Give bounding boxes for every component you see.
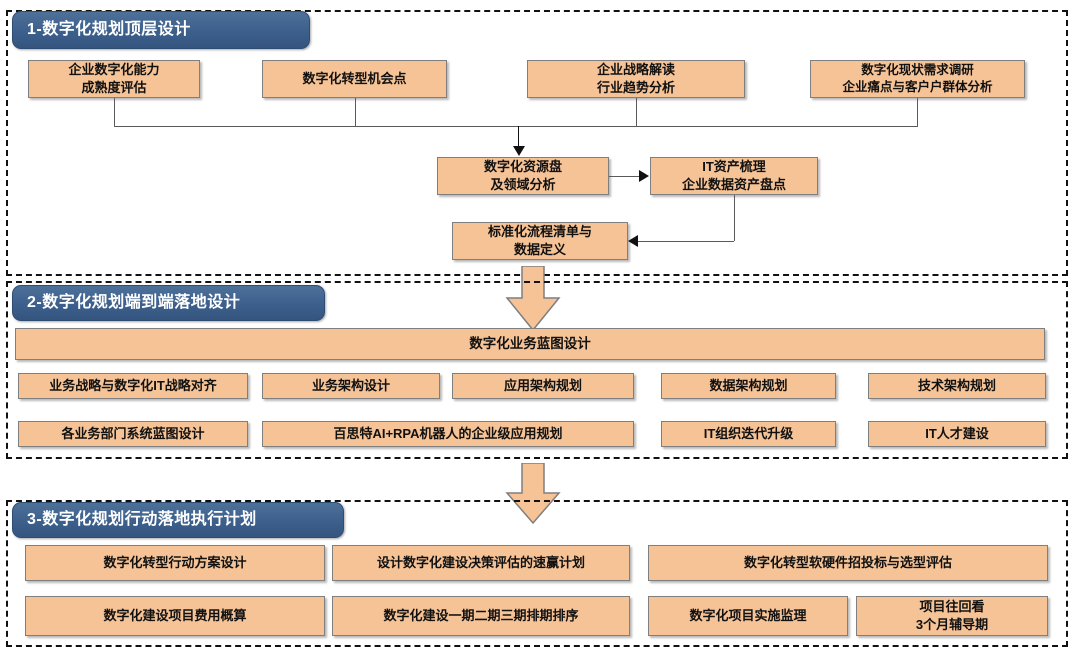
s2-box-it-org-upgrade[interactable]: IT组织迭代升级 <box>661 421 836 447</box>
s3-box-budget-label: 数字化建设项目费用概算 <box>103 608 247 624</box>
section-1-badge-label: 1-数字化规划顶层设计 <box>27 21 191 38</box>
s2-box-ai-rpa-plan[interactable]: 百思特AI+RPA机器人的企业级应用规划 <box>262 421 634 447</box>
s3-box-bidding-selection[interactable]: 数字化转型软硬件招投标与选型评估 <box>648 545 1048 581</box>
s1-connector-drop-2 <box>355 98 356 126</box>
s1-connector-asset-to-standard <box>638 241 734 242</box>
s1-box-resource-inventory[interactable]: 数字化资源盘 及领域分析 <box>437 157 609 195</box>
s3-box-phasing-label: 数字化建设一期二期三期排期排序 <box>383 608 579 624</box>
s3-box-quick-win[interactable]: 设计数字化建设决策评估的速赢计划 <box>332 545 630 581</box>
s1-box-standard-process-line2: 数据定义 <box>513 242 566 257</box>
s2-box-data-architecture[interactable]: 数据架构规划 <box>661 373 836 399</box>
s3-box-quick-win-label: 设计数字化建设决策评估的速赢计划 <box>376 555 585 571</box>
s2-box-tech-architecture[interactable]: 技术架构规划 <box>868 373 1046 399</box>
s1-box-maturity-line1: 企业数字化能力 <box>68 62 160 78</box>
s2-box-ai-rpa-plan-label: 百思特AI+RPA机器人的企业级应用规划 <box>333 426 563 442</box>
s2-box-strategy-alignment[interactable]: 业务战略与数字化IT战略对齐 <box>18 373 248 399</box>
s1-arrow-resource-to-asset-icon <box>639 170 649 182</box>
block-arrow-section2-to-section3-icon <box>505 463 561 525</box>
s1-box-research-line2: 企业痛点与客户户群体分析 <box>842 80 993 94</box>
block-arrow-section1-to-section2-icon <box>505 266 561 332</box>
s1-box-resource-inventory-line1: 数字化资源盘 <box>483 159 562 175</box>
s2-box-application-architecture[interactable]: 应用架构规划 <box>452 373 634 399</box>
s1-box-standard-process-line1: 标准化流程清单与 <box>487 224 592 240</box>
s2-box-application-architecture-label: 应用架构规划 <box>503 378 582 394</box>
s1-arrow-to-resource-icon <box>513 146 525 156</box>
s3-box-supervision[interactable]: 数字化项目实施监理 <box>648 596 848 636</box>
s2-box-tech-architecture-label: 技术架构规划 <box>917 378 996 394</box>
s1-box-it-asset[interactable]: IT资产梳理 企业数据资产盘点 <box>650 157 818 195</box>
s1-connector-drop-1 <box>114 98 115 126</box>
s1-box-research[interactable]: 数字化现状需求调研 企业痛点与客户户群体分析 <box>810 60 1025 98</box>
s2-box-business-architecture[interactable]: 业务架构设计 <box>262 373 440 399</box>
s1-connector-drop-4 <box>917 98 918 126</box>
s2-box-it-talent-label: IT人才建设 <box>925 426 989 442</box>
section-1-badge: 1-数字化规划顶层设计 <box>12 11 310 49</box>
s2-banner-blueprint-label: 数字化业务蓝图设计 <box>469 335 591 351</box>
s3-box-retrospective-line1: 项目往回看 <box>919 599 985 615</box>
s1-connector-asset-down <box>734 195 735 241</box>
s1-box-resource-inventory-line2: 及领域分析 <box>490 177 556 192</box>
s3-box-retrospective-line2: 3个月辅导期 <box>915 617 989 632</box>
s1-box-maturity[interactable]: 企业数字化能力 成熟度评估 <box>28 60 200 98</box>
s3-box-bidding-selection-label: 数字化转型软硬件招投标与选型评估 <box>743 555 952 571</box>
s2-box-it-talent[interactable]: IT人才建设 <box>868 421 1046 447</box>
s1-box-strategy-line2: 行业趋势分析 <box>596 80 675 95</box>
s1-box-maturity-line2: 成熟度评估 <box>81 80 147 95</box>
s2-box-data-architecture-label: 数据架构规划 <box>709 378 788 394</box>
section-3-badge-label: 3-数字化规划行动落地执行计划 <box>27 511 257 528</box>
s1-box-research-line1: 数字化现状需求调研 <box>861 63 974 78</box>
s1-connector-bus <box>114 126 918 127</box>
section-2-frame <box>6 281 1068 459</box>
section-2-badge-label: 2-数字化规划端到端落地设计 <box>27 294 241 311</box>
s2-box-business-architecture-label: 业务架构设计 <box>311 378 390 394</box>
section-3-frame <box>6 500 1068 647</box>
s1-box-strategy-line1: 企业战略解读 <box>596 62 675 78</box>
s3-box-retrospective[interactable]: 项目往回看 3个月辅导期 <box>856 596 1048 636</box>
s3-box-supervision-label: 数字化项目实施监理 <box>689 608 807 624</box>
s2-box-department-blueprint-label: 各业务部门系统蓝图设计 <box>61 426 205 442</box>
s3-box-action-plan[interactable]: 数字化转型行动方案设计 <box>25 545 325 581</box>
s1-arrow-to-standard-icon <box>628 235 638 247</box>
s1-connector-drop-3 <box>636 98 637 126</box>
section-2-badge: 2-数字化规划端到端落地设计 <box>12 285 325 321</box>
s3-box-action-plan-label: 数字化转型行动方案设计 <box>103 555 247 571</box>
s1-box-opportunity-line1: 数字化转型机会点 <box>302 71 407 87</box>
section-3-badge: 3-数字化规划行动落地执行计划 <box>12 502 344 538</box>
s1-box-strategy[interactable]: 企业战略解读 行业趋势分析 <box>527 60 745 98</box>
s2-box-department-blueprint[interactable]: 各业务部门系统蓝图设计 <box>18 421 248 447</box>
s1-connector-to-resource <box>518 126 519 148</box>
s1-box-standard-process[interactable]: 标准化流程清单与 数据定义 <box>452 222 628 260</box>
s1-connector-resource-to-asset <box>609 176 640 177</box>
s1-box-opportunity[interactable]: 数字化转型机会点 <box>262 60 447 98</box>
s1-box-it-asset-line2: 企业数据资产盘点 <box>681 177 786 192</box>
s2-box-it-org-upgrade-label: IT组织迭代升级 <box>703 426 794 442</box>
s3-box-phasing[interactable]: 数字化建设一期二期三期排期排序 <box>332 596 630 636</box>
s1-box-it-asset-line1: IT资产梳理 <box>702 159 766 175</box>
s2-banner-blueprint[interactable]: 数字化业务蓝图设计 <box>15 328 1045 360</box>
s3-box-budget[interactable]: 数字化建设项目费用概算 <box>25 596 325 636</box>
s2-box-strategy-alignment-label: 业务战略与数字化IT战略对齐 <box>49 378 217 394</box>
